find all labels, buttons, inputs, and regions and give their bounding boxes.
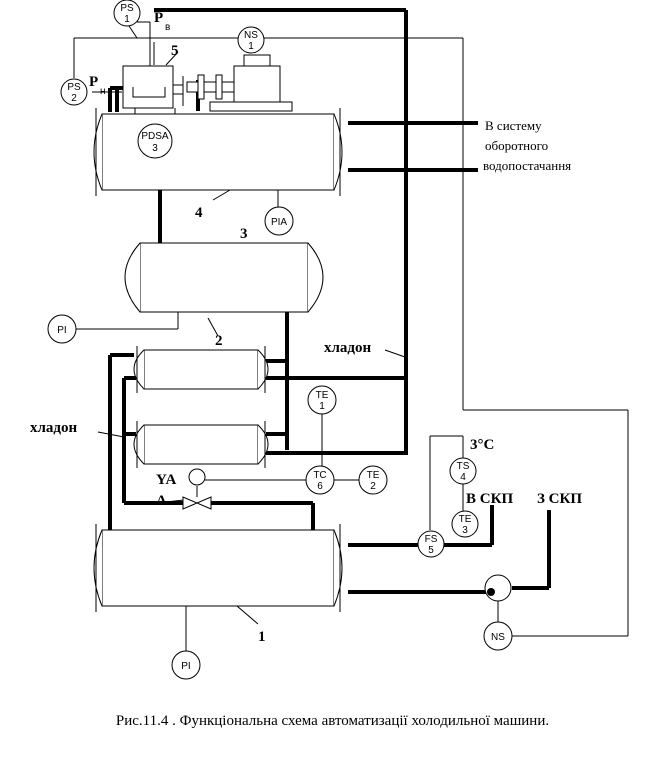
label-water-line2: оборотного (485, 138, 548, 153)
instrument-ps2: PS 2 (60, 78, 88, 106)
svg-text:PI: PI (57, 325, 66, 336)
instrument-tc6: TC 6 (305, 465, 335, 495)
label-water-line1: В систему (485, 118, 542, 133)
compressor-motor (233, 54, 281, 103)
evaporator-lower (133, 421, 269, 468)
svg-text:FS: FS (425, 534, 438, 545)
svg-text:TE: TE (316, 390, 329, 401)
instrument-ts4: TS 4 (449, 457, 477, 485)
figure-caption: Рис.11.4 . Функціональна схема автоматиз… (115, 713, 550, 729)
instrument-ns-bottom: NS (483, 621, 513, 651)
label-v-skp: В СКП (466, 491, 513, 507)
label-number-1: 1 (258, 629, 266, 645)
label-number-2: 2 (215, 333, 223, 349)
label-temperature: 3°C (470, 437, 494, 453)
svg-text:NS: NS (244, 30, 258, 41)
svg-text:PS: PS (120, 3, 134, 14)
svg-text:1: 1 (248, 41, 254, 52)
instrument-ns1: NS 1 (237, 26, 265, 54)
condenser (93, 108, 343, 196)
label-pv: P (154, 10, 163, 26)
coupling (186, 74, 236, 100)
receiver (124, 242, 324, 313)
svg-text:2: 2 (71, 93, 77, 104)
label-ya: YA (156, 472, 176, 488)
compressor (122, 65, 293, 112)
label-freon-left: хладон (30, 420, 78, 436)
instrument-fs5: FS 5 (417, 530, 445, 558)
instrument-pia: PIA (264, 206, 294, 236)
label-pn-sub: н (100, 86, 106, 97)
label-freon-right: хладон (324, 340, 372, 356)
instrument-pdsa3: PDSA 3 (137, 123, 173, 159)
solenoid-actuator (188, 468, 206, 486)
brine-pump (484, 574, 512, 602)
svg-text:3: 3 (152, 143, 158, 154)
svg-text:TE: TE (367, 470, 380, 481)
label-water-line3: водопостачання (483, 158, 571, 173)
svg-text:1: 1 (124, 14, 130, 25)
label-number-5: 5 (171, 43, 179, 59)
svg-text:PI: PI (181, 661, 190, 672)
instrument-pi-upper: PI (47, 314, 77, 344)
svg-text:1: 1 (319, 401, 325, 412)
svg-text:TS: TS (457, 461, 470, 472)
label-number-4: 4 (195, 205, 203, 221)
solenoid-valve (182, 496, 212, 510)
svg-text:TC: TC (313, 470, 326, 481)
instrument-te2: TE 2 (358, 465, 388, 495)
label-z-skp: З СКП (537, 491, 582, 507)
svg-text:5: 5 (428, 545, 434, 556)
svg-text:4: 4 (460, 472, 466, 483)
instrument-te3: TE 3 (451, 510, 479, 538)
svg-text:PIA: PIA (271, 217, 287, 228)
instrument-ps1: PS 1 (113, 0, 141, 27)
label-pn: P (89, 74, 98, 90)
svg-text:6: 6 (317, 481, 323, 492)
instrument-pi-lower: PI (171, 650, 201, 680)
svg-text:PDSA: PDSA (141, 131, 169, 142)
evaporator-upper (133, 346, 269, 393)
label-a: A (156, 493, 167, 509)
label-pv-sub: в (165, 22, 170, 33)
instrument-te1: TE 1 (307, 385, 337, 415)
brine-cooler (93, 524, 343, 612)
label-number-3: 3 (240, 226, 248, 242)
svg-text:3: 3 (462, 525, 468, 536)
svg-text:2: 2 (370, 481, 376, 492)
svg-text:NS: NS (491, 632, 505, 643)
svg-text:PS: PS (67, 82, 81, 93)
pipes (108, 8, 551, 594)
svg-text:TE: TE (459, 514, 472, 525)
